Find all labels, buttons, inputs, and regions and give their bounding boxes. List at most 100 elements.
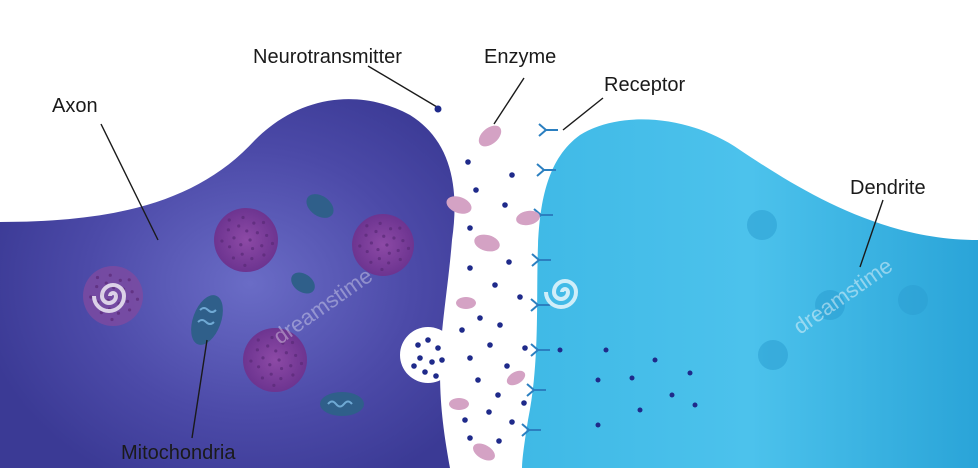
mitochondrion	[320, 392, 364, 416]
vesicle-dot	[398, 227, 401, 230]
bound-neurotransmitter	[558, 348, 563, 353]
vesicle-dot	[261, 376, 264, 379]
enzyme	[504, 368, 527, 388]
neurotransmitter-dot	[473, 187, 479, 193]
vesicle-dot	[271, 242, 274, 245]
vesicle-dot	[280, 367, 283, 370]
vesicle-dot	[364, 234, 367, 237]
neurotransmitter-dot	[459, 327, 465, 333]
neurotransmitter-dot	[422, 369, 428, 375]
vesicle-dot	[401, 239, 404, 242]
neurotransmitter-dot	[506, 259, 512, 265]
neurotransmitter-dot	[435, 345, 441, 351]
vesicle-dot	[248, 238, 251, 241]
vesicle-dot	[220, 239, 223, 242]
vesicle-dot	[378, 257, 381, 260]
vesicle-dot	[109, 274, 112, 277]
vesicle-dot	[232, 236, 235, 239]
neurotransmitter-dot	[509, 419, 515, 425]
neurotransmitter-dot	[497, 322, 503, 328]
neurotransmitter-dot	[517, 294, 523, 300]
vesicle-dot	[96, 276, 99, 279]
neurotransmitter-dot	[439, 357, 445, 363]
vesicle-dot	[117, 312, 120, 315]
receptor-leader	[563, 98, 603, 130]
neurotransmitter-dot	[462, 417, 468, 423]
neurotransmitter-dot	[496, 438, 502, 444]
bound-neurotransmitter	[596, 378, 601, 383]
vesicle-dot	[388, 252, 391, 255]
vesicle-dot	[250, 257, 253, 260]
neurotransmitter-leader	[368, 66, 437, 107]
bound-neurotransmitter	[693, 403, 698, 408]
label-dendrite: Dendrite	[850, 177, 926, 199]
neurotransmitter-dot	[429, 359, 435, 365]
neurotransmitter-dot	[433, 373, 439, 379]
label-receptor: Receptor	[604, 74, 685, 96]
vesicle-dot	[382, 235, 385, 238]
vesicle-dot	[128, 308, 131, 311]
vesicle-dot	[105, 281, 108, 284]
neurotransmitter-dot	[467, 265, 473, 271]
vesicle-dot	[136, 298, 139, 301]
receptor	[539, 124, 558, 136]
vesicle-large	[214, 208, 278, 272]
vesicle-dot	[256, 231, 259, 234]
vesicle-dot	[397, 249, 400, 252]
neurotransmitter-dot	[487, 342, 493, 348]
neurotransmitter-dot	[417, 355, 423, 361]
neurotransmitter-dot	[492, 282, 498, 288]
vesicle-dot	[237, 224, 240, 227]
neurotransmitter-dot	[415, 342, 421, 348]
vesicle-dot	[268, 363, 271, 366]
bound-neurotransmitter	[604, 348, 609, 353]
vesicle-dot	[228, 218, 231, 221]
neurotransmitter-dot	[467, 355, 473, 361]
vesicle-dot	[251, 247, 254, 250]
vesicle-dot	[389, 227, 392, 230]
vesicle-dot	[257, 365, 260, 368]
neurotransmitter-dot	[411, 363, 417, 369]
vesicle-dot	[228, 245, 231, 248]
vesicle-dot	[119, 279, 122, 282]
vesicle-dot	[407, 247, 410, 250]
vesicle-dot	[399, 258, 402, 261]
vesicle-dot	[262, 221, 265, 224]
axon-body	[0, 99, 455, 468]
enzymes	[444, 122, 541, 465]
vesicle-dot	[279, 377, 282, 380]
neurotransmitter-pointer-dot	[435, 106, 442, 113]
vesicle-dot	[262, 253, 265, 256]
enzyme	[470, 440, 498, 464]
enzyme	[449, 398, 469, 410]
bound-neurotransmitter	[596, 423, 601, 428]
vesicle-dot	[277, 358, 280, 361]
bound-neurotransmitter	[688, 371, 693, 376]
vesicle-dot	[366, 250, 369, 253]
neurotransmitter-dot	[475, 377, 481, 383]
vesicle-dot	[257, 338, 260, 341]
vesicle-dot	[261, 356, 264, 359]
vesicle-dot	[385, 243, 388, 246]
vesicle-dot	[227, 228, 230, 231]
vesicle-dot	[128, 278, 131, 281]
vesicle-dot	[243, 264, 246, 267]
vesicle-dot	[291, 373, 294, 376]
vesicle-dot	[232, 256, 235, 259]
vesicle-dot	[387, 261, 390, 264]
vesicle-dot	[256, 348, 259, 351]
neurotransmitter-dot	[504, 363, 510, 369]
vesicle-dot	[241, 253, 244, 256]
neurotransmitter-dot	[509, 172, 515, 178]
neurotransmitter-dot	[465, 159, 471, 165]
vesicle-dot	[300, 362, 303, 365]
vesicle-dot	[126, 300, 129, 303]
vesicle-dot	[358, 244, 361, 247]
vesicle-dot	[95, 285, 98, 288]
label-enzyme: Enzyme	[484, 46, 556, 68]
vesicle-dot	[89, 295, 92, 298]
vesicle-dot	[252, 221, 255, 224]
vesicle-dot	[285, 351, 288, 354]
